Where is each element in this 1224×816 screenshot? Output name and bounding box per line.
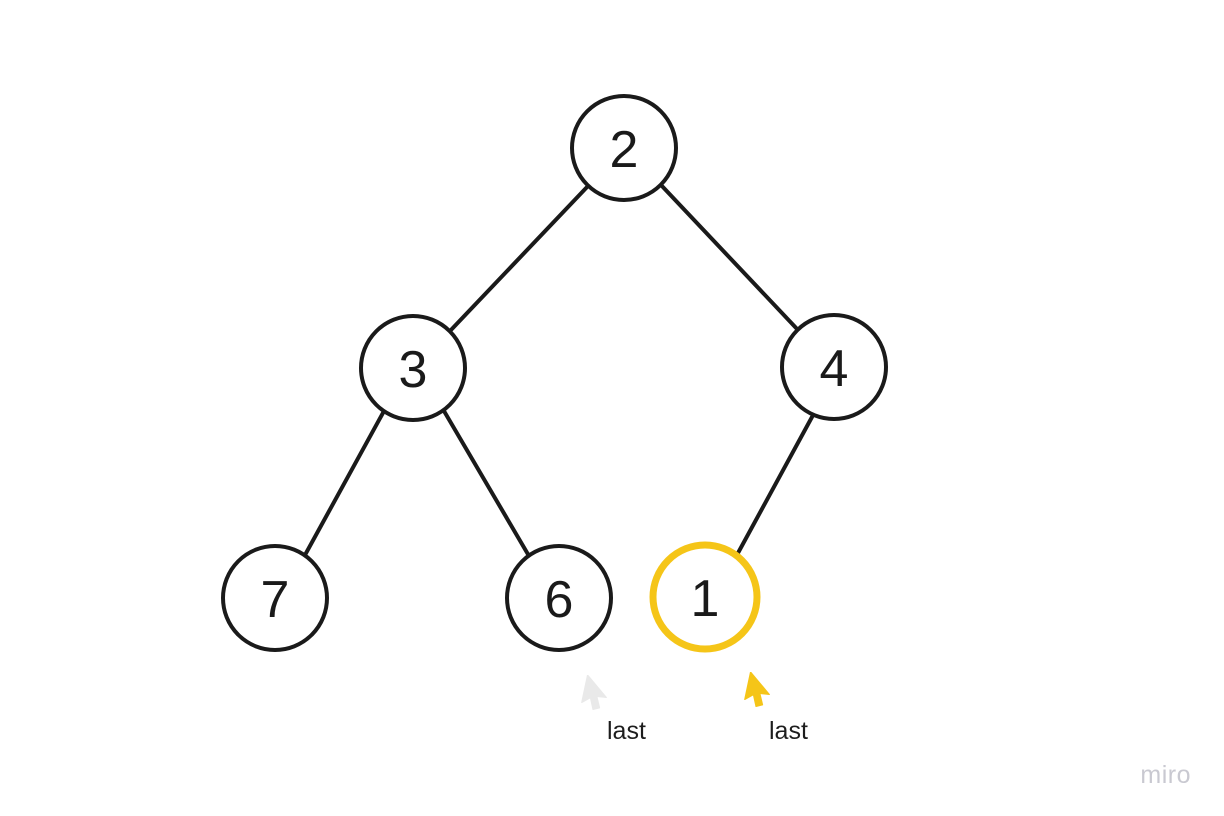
tree-node-1-highlighted[interactable]: 1 [649, 541, 761, 653]
tree-edge-n3-n7[interactable] [303, 409, 386, 557]
tree-edges [303, 183, 814, 558]
tree-edge-n4-n1[interactable] [736, 415, 814, 555]
node-circle-6 [505, 544, 613, 652]
node-circle-7 [221, 544, 329, 652]
tree-node-2[interactable]: 2 [570, 94, 678, 202]
tree-nodes: 2 3 4 7 6 1 [221, 94, 888, 653]
cursor-pointer-yellow[interactable] [744, 671, 778, 712]
node-label-2: 2 [610, 121, 639, 179]
tree-node-3[interactable]: 3 [359, 314, 467, 422]
node-label-3: 3 [399, 341, 428, 399]
tree-edge-n2-n3[interactable] [448, 184, 590, 333]
miro-watermark: miro [1140, 761, 1191, 789]
annotation-label-last-1: last [607, 717, 646, 745]
node-label-1: 1 [691, 570, 720, 628]
tree-node-7[interactable]: 7 [221, 544, 329, 652]
annotation-label-last-2: last [769, 717, 808, 745]
cursor-pointer-gray[interactable] [581, 674, 615, 715]
node-label-7: 7 [261, 571, 290, 629]
node-circle-2 [570, 94, 678, 202]
node-circle-3 [359, 314, 467, 422]
tree-edge-n3-n6[interactable] [442, 409, 531, 558]
tree-edge-n2-n4[interactable] [659, 183, 800, 332]
node-circle-4 [780, 313, 888, 421]
node-label-4: 4 [820, 340, 849, 398]
node-label-6: 6 [545, 571, 574, 629]
node-circle-1 [649, 541, 761, 653]
tree-node-4[interactable]: 4 [780, 313, 888, 421]
tree-node-6[interactable]: 6 [505, 544, 613, 652]
